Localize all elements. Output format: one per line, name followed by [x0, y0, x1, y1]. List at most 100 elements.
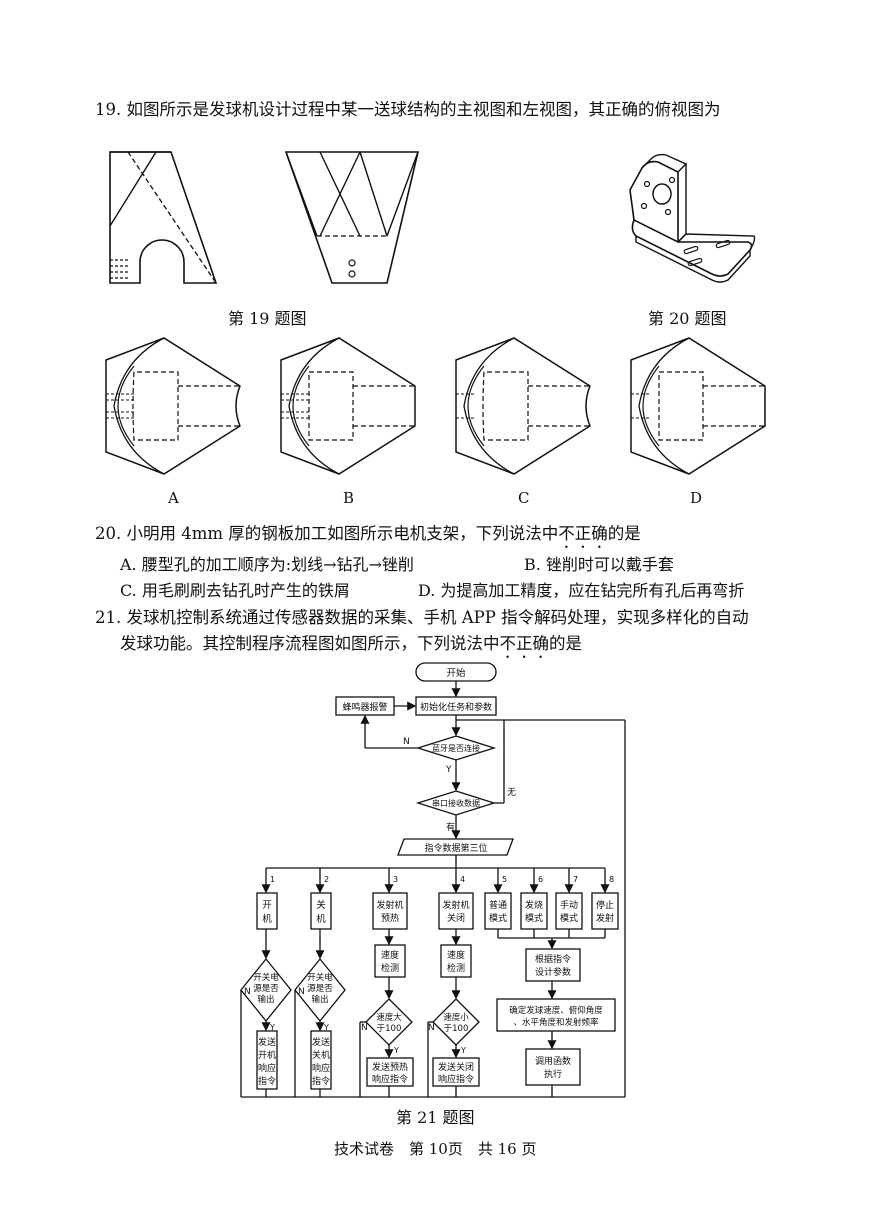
fc-send-on	[256, 1030, 278, 1090]
fc-send-on-text-1: 发送	[258, 1036, 276, 1048]
fc-speed-gt-n: N	[361, 1023, 368, 1033]
fc-determine-text-1: 确定发球速度、俯仰角度	[509, 1005, 603, 1016]
q20-bracket-figure	[629, 153, 756, 283]
fc-cmd-data	[397, 838, 514, 856]
fc-on-box	[256, 892, 278, 930]
fc-send-on-text-3: 响应	[258, 1062, 276, 1074]
fc-set-params-text-1: 根据指令	[535, 953, 571, 965]
fc-power2-text-1: 开关电	[307, 972, 333, 983]
fc-speed-gt-y: Y	[393, 1046, 399, 1055]
fc-send-on-text-4: 指令	[258, 1075, 276, 1087]
fc-shutdown-text-2: 关闭	[447, 912, 465, 924]
fc-preheat-text-1: 发射机	[376, 899, 403, 911]
fc-send-off-text-4: 指令	[312, 1075, 330, 1087]
fc-init-text: 初始化任务和参数	[420, 701, 492, 713]
q19-option-b-view	[280, 337, 416, 475]
q19-option-d-view	[630, 337, 766, 475]
fc-normal-text-2: 模式	[489, 912, 507, 924]
q19-stem: 19. 如图所示是发球机设计过程中某一送球结构的主视图和左视图，其正确的俯视图为	[95, 100, 721, 119]
fc-speed-lt-text-1: 速度小	[443, 1012, 469, 1023]
fc-send-preheat-text-1: 发送预热	[372, 1061, 408, 1073]
fc-normal-text-1: 普通	[489, 899, 507, 911]
q20-option-c: C. 用毛刷刷去钻孔时产生的铁屑	[120, 581, 350, 600]
fc-power1-text-1: 开关电	[253, 972, 279, 983]
fc-none-label: 无	[507, 787, 516, 798]
fc-branch-1: 1	[270, 875, 275, 884]
fc-cmd-text: 指令数据第三位	[424, 842, 487, 854]
fc-fast-text-2: 模式	[525, 912, 543, 924]
fc-branch-4: 4	[460, 875, 465, 884]
fc-on-text-1: 开	[262, 900, 272, 911]
fc-off-text-2: 机	[316, 913, 326, 925]
fc-speed-gt-text-1: 速度大	[376, 1012, 402, 1023]
fc-power2-y: Y	[323, 1023, 329, 1032]
fc-on-text-2: 机	[262, 913, 272, 925]
fc-start-text: 开始	[446, 667, 466, 679]
fc-fast-text-1: 发烧	[525, 899, 543, 911]
fc-has-label: 有	[446, 821, 455, 833]
q19-figure-caption: 第 19 题图	[228, 309, 307, 328]
fc-stop-text-1: 停止	[596, 899, 614, 911]
fc-speed2-text-1: 速度	[447, 949, 465, 961]
fc-bluetooth-text: 蓝牙是否连接	[432, 743, 480, 753]
fc-send-on-text-2: 开机	[258, 1049, 276, 1061]
fc-send-off-text-3: 响应	[312, 1062, 330, 1074]
fc-send-close-text-1: 发送关闭	[438, 1061, 474, 1073]
fc-manual-text-1: 手动	[560, 899, 578, 911]
fc-power1-text-2: 源是否	[253, 984, 279, 994]
fc-speed1-text-1: 速度	[381, 949, 399, 961]
fc-branch-6: 6	[538, 875, 543, 884]
fc-speed2-text-2: 检测	[447, 962, 465, 974]
fc-send-preheat-text-2: 响应指令	[372, 1073, 408, 1085]
q19-left-view	[284, 151, 420, 284]
fc-call-func-text-1: 调用函数	[535, 1055, 571, 1067]
fc-speed-gt-text-2: 于100	[377, 1024, 402, 1034]
fc-branch-5: 5	[502, 875, 507, 884]
q20-option-d: D. 为提高加工精度，应在钻完所有孔后再弯折	[418, 581, 745, 600]
q21-stem-line1: 21. 发球机控制系统通过传感器数据的采集、手机 APP 指令解码处理，实现多样…	[95, 608, 749, 627]
fc-call-func-text-2: 执行	[544, 1068, 562, 1080]
q20-option-a: A. 腰型孔的加工顺序为:划线→钻孔→锉削	[120, 555, 414, 574]
fc-determine	[496, 998, 616, 1032]
fc-speed1-text-2: 检测	[381, 962, 399, 974]
fc-set-params	[525, 948, 581, 982]
q21-flowchart: 开始 初始化任务和参数 蜂鸣器报警 蓝牙是否连接 N Y 串口接收数据 无 有 …	[240, 662, 626, 1098]
fc-call-func	[525, 1048, 581, 1086]
fc-send-off-text-1: 发送	[312, 1036, 330, 1048]
q20-figure-caption: 第 20 题图	[648, 309, 727, 328]
page-footer: 技术试卷 第 10页 共 16 页	[334, 1140, 537, 1158]
fc-off-text-1: 关	[316, 899, 326, 911]
fc-send-close-text-2: 响应指令	[438, 1073, 474, 1085]
fc-send-preheat	[366, 1057, 414, 1087]
fc-power2-text-3: 输出	[311, 994, 328, 1005]
fc-branch-3: 3	[393, 875, 398, 884]
fc-off-box	[310, 892, 332, 930]
q19-option-a-label: A	[168, 489, 179, 507]
fc-buzzer-text: 蜂鸣器报警	[342, 701, 387, 713]
fc-set-params-text-2: 设计参数	[535, 966, 571, 978]
fc-speed-lt-n: N	[428, 1023, 435, 1033]
q20-emphasis: 不正确	[558, 524, 608, 543]
q21-stem-line2: 发球功能。其控制程序流程图如图所示，下列说法中不正确的是	[120, 634, 582, 653]
fc-branch-7: 7	[573, 875, 578, 884]
fc-send-off-text-2: 关机	[312, 1049, 330, 1061]
fc-power2-n: N	[298, 987, 305, 997]
fc-power1-y: Y	[269, 1023, 275, 1032]
fc-preheat-box	[372, 892, 408, 930]
fc-bluetooth-y: Y	[445, 765, 452, 775]
fc-speed-lt-y: Y	[460, 1046, 466, 1055]
q21-emphasis: 不正确	[499, 634, 550, 653]
fc-serial-text: 串口接收数据	[432, 798, 480, 808]
fc-determine-text-2: 、水平角度和发射频率	[513, 1017, 599, 1028]
fc-stop-text-2: 发射	[596, 912, 614, 924]
q19-option-d-label: D	[690, 489, 703, 507]
fc-power1-text-3: 输出	[257, 994, 274, 1005]
fc-power2-text-2: 源是否	[307, 984, 333, 994]
q19-option-a-view	[105, 337, 241, 475]
fc-send-off	[310, 1030, 332, 1090]
q19-option-c-label: C	[518, 489, 530, 507]
fc-speed-lt-text-2: 于100	[444, 1024, 469, 1034]
fc-bluetooth-n: N	[403, 737, 410, 747]
q19-front-view	[109, 151, 218, 284]
fc-branch-8: 8	[609, 875, 614, 884]
